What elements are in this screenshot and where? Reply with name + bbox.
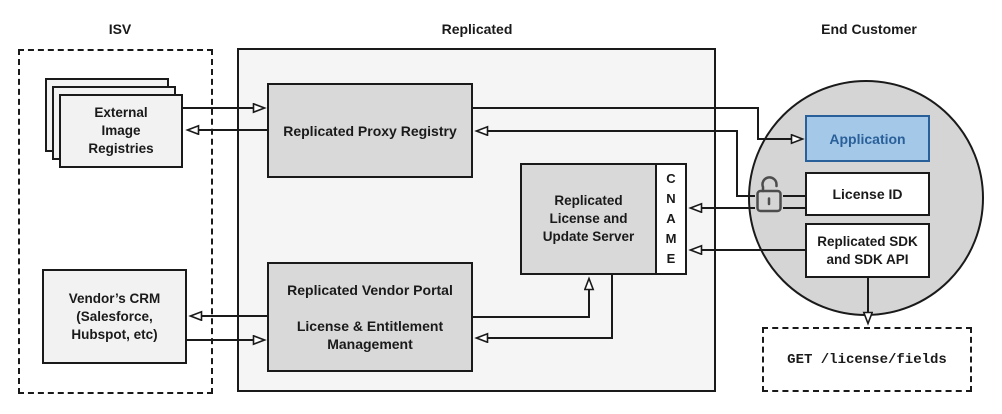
replicated-proxy-registry-node: Replicated Proxy Registry — [267, 83, 473, 178]
get-license-fields-node: GET /license/fields — [762, 327, 972, 392]
vendors-crm-node: Vendor’s CRM (Salesforce, Hubspot, etc) — [42, 269, 187, 364]
isv-section-label: ISV — [108, 21, 132, 37]
replicated-license-update-server-node: Replicated License and Update Server C N… — [520, 163, 687, 275]
replicated-vendor-portal-node: Replicated Vendor Portal License & Entit… — [267, 262, 473, 372]
end-customer-section-label: End Customer — [821, 21, 917, 37]
replicated-sdk-node: Replicated SDK and SDK API — [805, 223, 930, 278]
license-id-node: License ID — [805, 172, 930, 216]
cname-strip: C N A M E — [655, 165, 685, 273]
application-node: Application — [805, 115, 930, 162]
replicated-section-label: Replicated — [441, 21, 513, 37]
license-update-server-label: Replicated License and Update Server — [522, 165, 655, 273]
external-image-registries-node: External Image Registries — [59, 94, 183, 168]
